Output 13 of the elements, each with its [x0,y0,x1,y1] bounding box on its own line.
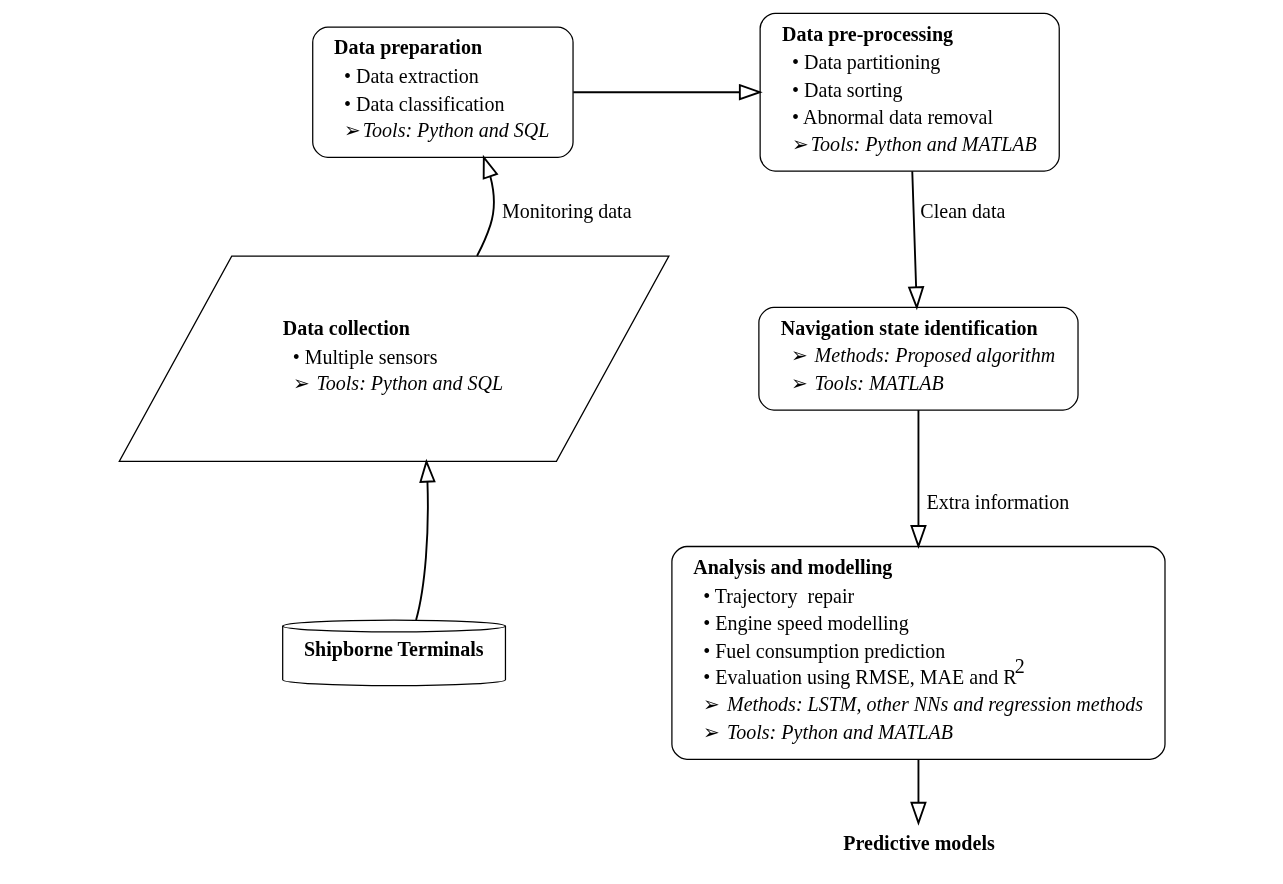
node-box: Data preparation • Data extraction • Data classification ➢Tools: Python and SQL [311,26,574,158]
node-box: Navigation state identification ➢ Methods: Proposed algorithm ➢ Tools: MATLAB [757,306,1079,411]
arrow [907,170,924,311]
arrow [475,154,498,257]
edge-label: Clean data [919,200,1005,223]
node-text: Predictive models [842,832,995,855]
node-box: Data pre-processing • Data partitioning • Data sorting • Abnormal data removal ➢Tools: Python and MATLAB [759,12,1060,172]
edge-label: Extra information [925,490,1069,513]
arrow [571,83,763,101]
arrow [909,409,927,549]
arrow [909,758,927,826]
arrow [414,458,436,621]
edge-label: Monitoring data [501,200,632,223]
